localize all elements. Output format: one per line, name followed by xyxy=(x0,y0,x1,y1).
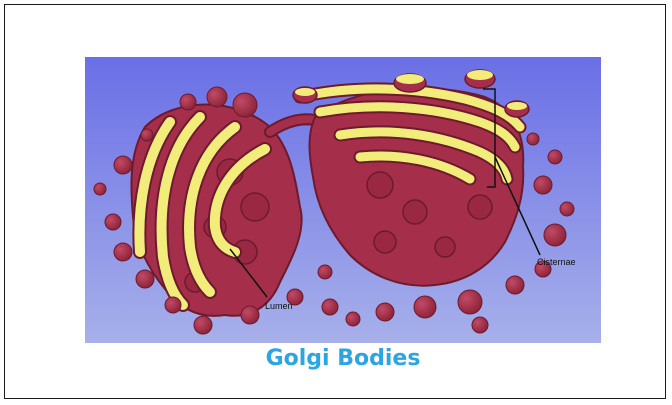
golgi-illustration: Lumen Cisternae xyxy=(85,57,601,343)
cisternae-label: Cisternae xyxy=(537,257,576,267)
figure-caption: Golgi Bodies xyxy=(85,345,601,373)
lumen-label: Lumen xyxy=(265,301,293,311)
figure-frame: Lumen Cisternae Golgi Bodies xyxy=(4,4,666,399)
